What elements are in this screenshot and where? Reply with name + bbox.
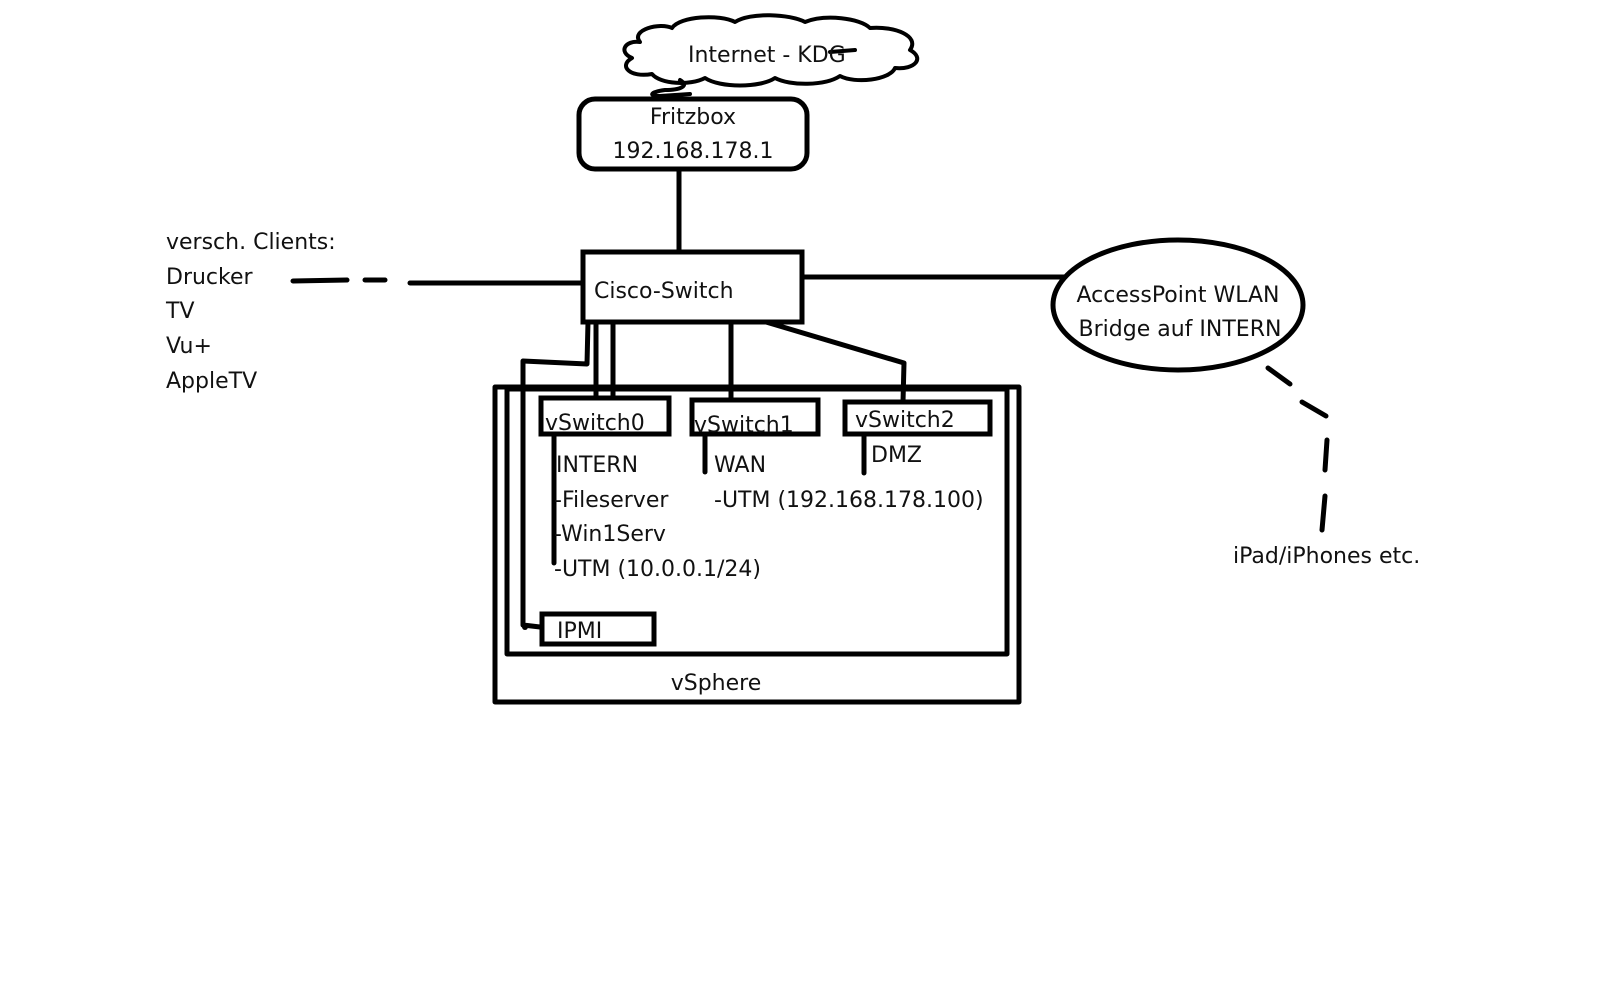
vswitch0-group: vSwitch0 INTERN -Fileserver -Win1Serv -U… [538, 395, 761, 582]
fritzbox-box [576, 96, 810, 172]
cloud-outline [622, 13, 920, 88]
cloud-tail [650, 78, 692, 98]
vswitch1-network: WAN [714, 453, 766, 478]
vswitch2-label: vSwitch2 [855, 408, 955, 433]
accesspoint-ellipse [1050, 237, 1306, 373]
accesspoint-line1: AccessPoint WLAN [1077, 283, 1280, 308]
vswitch0-box [538, 395, 672, 437]
fritzbox-name: Fritzbox [650, 105, 736, 130]
vswitch2-network: DMZ [871, 443, 922, 468]
ipmi-junction-dot [522, 624, 528, 630]
vswitch1-member: -UTM (192.168.178.100) [714, 488, 984, 513]
client-item: Drucker [166, 265, 254, 290]
vsphere-label: vSphere [671, 671, 762, 696]
vsphere-inner-box [504, 386, 1010, 657]
dash-segment [1322, 437, 1330, 473]
link-accesspoint-wireless [1265, 365, 1330, 533]
vswitch0-member: -Fileserver [554, 488, 669, 513]
vswitch1-group: vSwitch1 WAN -UTM (192.168.178.100) [689, 397, 984, 513]
vsphere-host: vSphere [492, 384, 1022, 705]
vswitch1-box [689, 397, 821, 437]
wireless-clients-label: iPad/iPhones etc. [1233, 544, 1420, 569]
vswitch0-member: -Win1Serv [554, 522, 666, 547]
vswitch0-label: vSwitch0 [545, 411, 645, 436]
clients-heading: versch. Clients: [166, 230, 336, 255]
dash-segment [1319, 493, 1328, 533]
cisco-switch-node: Cisco-Switch [580, 249, 805, 325]
fritzbox-node: Fritzbox 192.168.178.1 [576, 96, 810, 172]
internet-label: Internet - KDG [688, 43, 846, 68]
fritzbox-ip: 192.168.178.1 [613, 139, 774, 164]
internet-cloud: Internet - KDG [622, 13, 920, 98]
cisco-switch-label: Cisco-Switch [594, 279, 734, 304]
cloud-tick [828, 48, 857, 54]
dash-segment [290, 277, 350, 284]
vswitch0-member: -UTM (10.0.0.1/24) [554, 557, 761, 582]
link-switch-ipmi [520, 319, 591, 630]
vswitch2-box [842, 399, 993, 437]
accesspoint-node: AccessPoint WLAN Bridge auf INTERN [1050, 237, 1306, 373]
link-switch-vswitch2 [763, 319, 907, 405]
dash-segment [1299, 399, 1329, 419]
accesspoint-line2: Bridge auf INTERN [1079, 317, 1282, 342]
ipmi-label: IPMI [557, 619, 602, 644]
vswitch1-label: vSwitch1 [694, 413, 794, 438]
client-item: TV [165, 299, 195, 324]
ipmi-group: IPMI [522, 611, 657, 647]
clients-group: versch. Clients: Drucker TV Vu+ AppleTV [165, 230, 336, 394]
client-item: AppleTV [166, 369, 257, 394]
ipmi-box [539, 611, 657, 647]
switch-uplinks [520, 319, 907, 630]
client-item: Vu+ [166, 334, 212, 359]
cisco-switch-box [580, 249, 805, 325]
dash-segment [1265, 365, 1293, 387]
vswitch0-network: INTERN [556, 453, 638, 478]
vswitch2-group: vSwitch2 DMZ [842, 399, 993, 476]
link-clients-switch [290, 277, 586, 286]
